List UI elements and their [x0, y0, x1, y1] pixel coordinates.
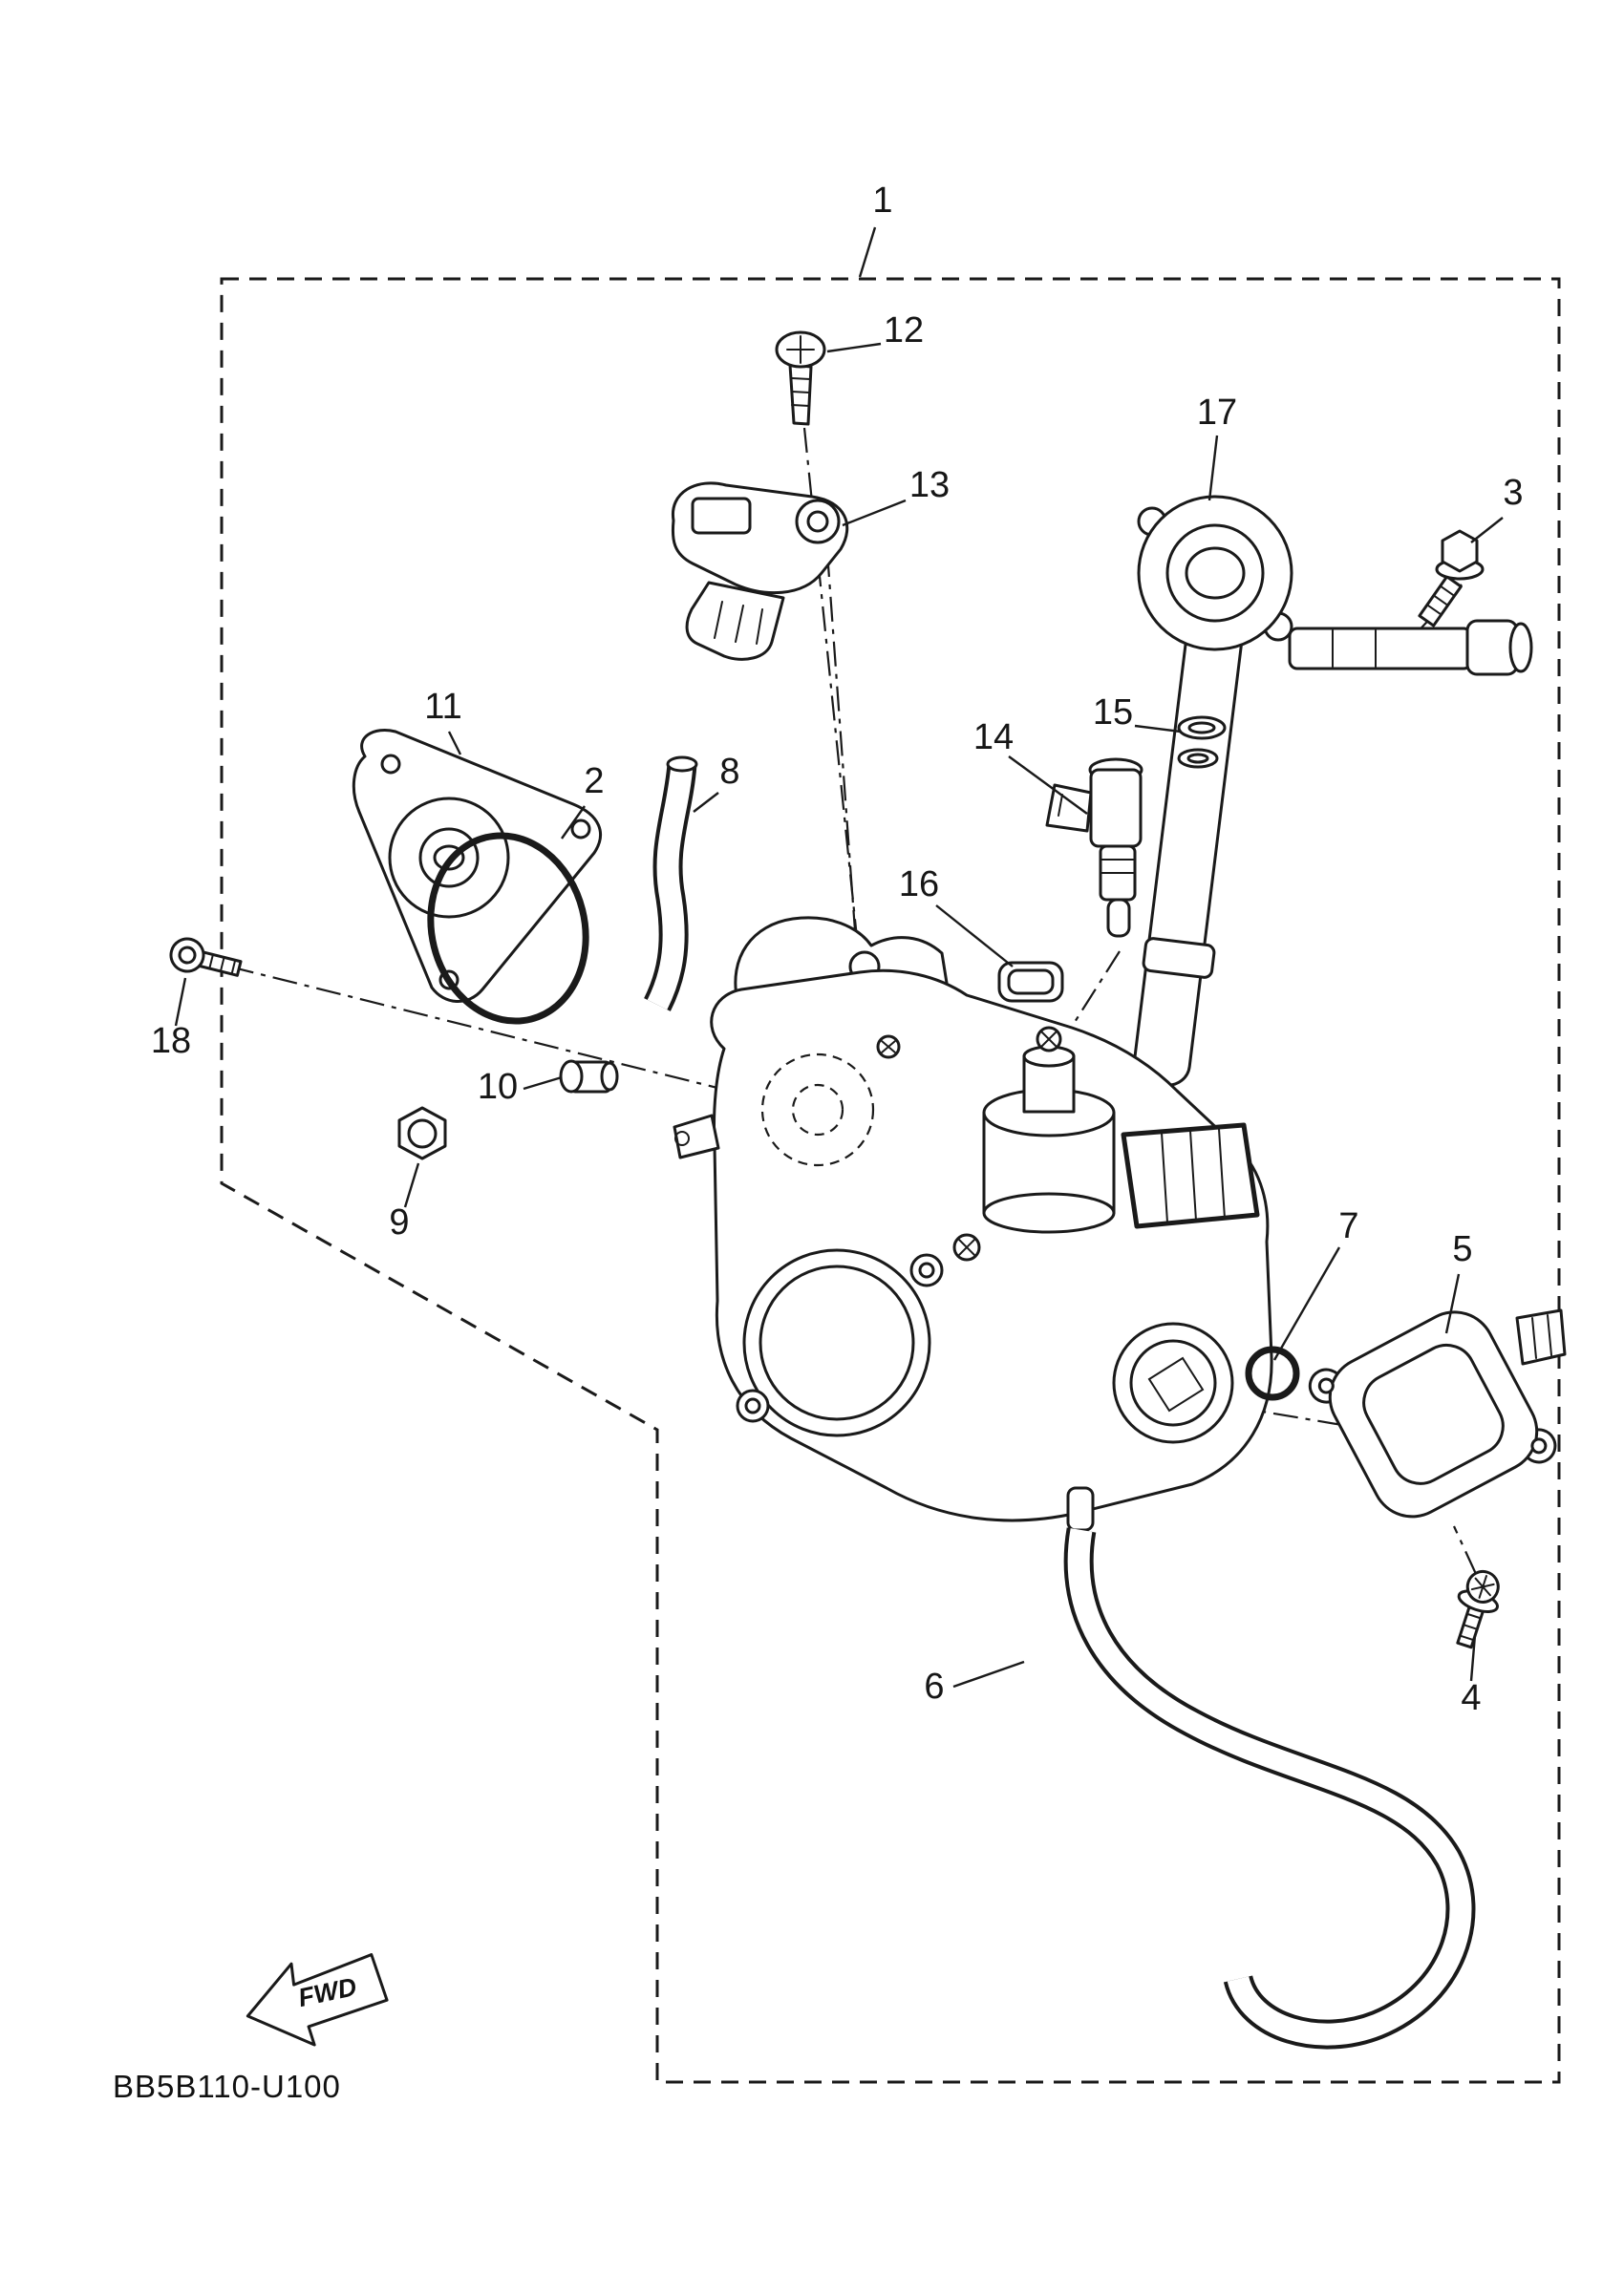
callout-3-label: 3 — [1503, 473, 1523, 513]
callout-9-label: 9 — [389, 1202, 409, 1243]
callout-8-label: 8 — [719, 752, 739, 792]
callout-4-label: 4 — [1461, 1678, 1481, 1718]
callout-16-label: 16 — [899, 864, 939, 904]
fwd-arrow: FWD — [246, 1953, 389, 2047]
callout-4: 4 — [1461, 1634, 1482, 1718]
part-hose-8 — [644, 755, 698, 1011]
part-nut-9 — [397, 1106, 447, 1160]
callout-15-label: 15 — [1093, 692, 1133, 733]
part-bolt-3 — [1418, 529, 1485, 627]
callout-9: 9 — [389, 1162, 420, 1243]
part-map-sensor-13 — [671, 481, 849, 661]
callout-18-label: 18 — [151, 1021, 191, 1061]
callout-14: 14 — [973, 717, 1088, 815]
callout-17-label: 17 — [1197, 393, 1237, 433]
assembly-boundary-outline — [220, 277, 1561, 2084]
part-injector-seals-15 — [1177, 715, 1227, 769]
callout-11-label: 11 — [424, 687, 461, 727]
part-fuel-injector-14 — [1045, 757, 1143, 938]
callout-7-label: 7 — [1338, 1206, 1358, 1246]
part-code: BB5B110-U100 — [113, 2069, 341, 2104]
callout-13-label: 13 — [909, 465, 950, 505]
callout-15: 15 — [1093, 692, 1182, 733]
part-fuel-pipe-joint — [1132, 564, 1533, 1087]
callout-18: 18 — [151, 977, 191, 1061]
callout-7: 7 — [1272, 1206, 1359, 1361]
callout-11: 11 — [424, 687, 462, 755]
fwd-arrow-shape — [246, 1953, 389, 2047]
part-screw-12 — [775, 330, 826, 426]
part-throttle-body — [673, 916, 1273, 1532]
callout-14-label: 14 — [973, 717, 1014, 757]
part-plug-10 — [559, 1059, 619, 1094]
callout-17: 17 — [1197, 393, 1237, 501]
callout-12: 12 — [826, 310, 924, 353]
callout-16: 16 — [899, 864, 1014, 967]
part-bolt-18 — [169, 937, 243, 977]
callout-2: 2 — [561, 761, 605, 840]
callout-2-label: 2 — [584, 761, 604, 801]
part-joint-cover-17 — [1137, 495, 1293, 651]
callout-5-label: 5 — [1452, 1229, 1472, 1269]
part-tps-5 — [1308, 1308, 1567, 1519]
callout-5: 5 — [1444, 1229, 1473, 1334]
part-cushion-16 — [997, 961, 1064, 1003]
callout-6-label: 6 — [924, 1667, 944, 1707]
callout-10-label: 10 — [478, 1067, 518, 1107]
callout-8: 8 — [693, 752, 740, 813]
callout-3: 3 — [1470, 473, 1524, 543]
callout-10: 10 — [478, 1067, 563, 1107]
part-oring-7 — [1245, 1346, 1300, 1401]
part-hose-6 — [1063, 1527, 1476, 2050]
callout-12-label: 12 — [884, 310, 924, 351]
callout-1-label: 1 — [872, 181, 892, 221]
callout-6: 6 — [924, 1660, 1025, 1707]
part-oring-2 — [427, 832, 589, 1025]
callout-13: 13 — [842, 465, 950, 527]
callout-1: 1 — [858, 181, 893, 278]
part-screw-4 — [1456, 1569, 1500, 1649]
